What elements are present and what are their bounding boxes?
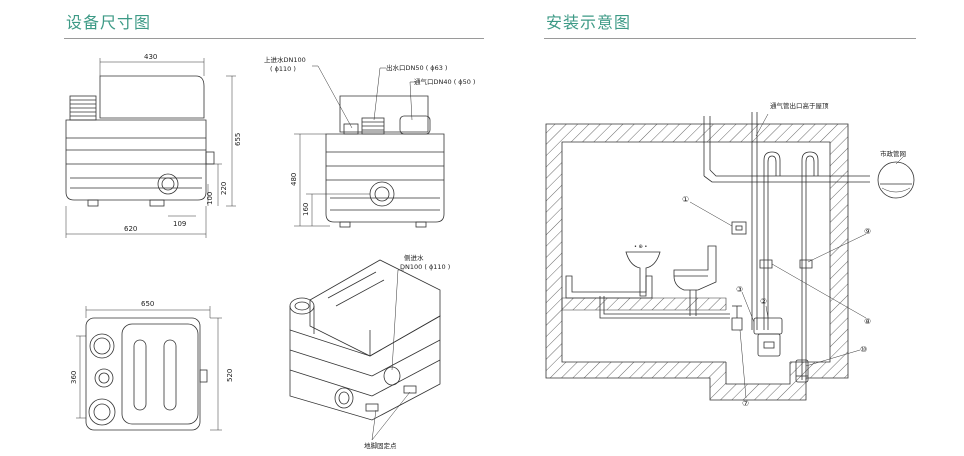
front-tank-top	[99, 75, 205, 119]
dim-160: 160	[302, 203, 310, 216]
left-title-rule	[64, 38, 484, 39]
label-outlet: 出水口DN50 ( ϕ63 )	[386, 63, 447, 72]
install-pipes	[599, 112, 915, 380]
install-diagram	[545, 123, 849, 401]
side-view	[325, 95, 445, 228]
dim-620: 620	[124, 225, 137, 233]
dim-520: 520	[226, 369, 234, 382]
dim-655: 655	[234, 133, 242, 146]
dim-360: 360	[70, 371, 78, 384]
label-side-inlet-a: 侧进水	[404, 253, 424, 262]
svg-text:• ⊕ •: • ⊕ •	[634, 244, 647, 250]
top-dimensions	[76, 306, 222, 431]
callout-9: ⑨	[864, 227, 871, 236]
front-side-inlet	[157, 173, 179, 195]
iso-view	[289, 259, 441, 421]
label-top-inlet-b: ( ϕ110 )	[270, 65, 296, 73]
label-side-inlet-b: DN100 ( ϕ110 )	[400, 263, 450, 271]
building-wall	[545, 123, 849, 401]
front-dimensions	[65, 58, 236, 238]
iso-top	[309, 259, 441, 357]
label-vent: 通气口DN40 ( ϕ50 )	[414, 77, 475, 86]
dim-220: 220	[220, 182, 228, 195]
callout-2: ②	[760, 297, 767, 306]
floor-slab	[561, 297, 727, 311]
bathtub	[565, 275, 653, 299]
side-body	[325, 133, 445, 223]
right-title-rule	[544, 38, 916, 39]
dim-109: 109	[173, 220, 186, 228]
callout-3: ③	[736, 285, 743, 294]
municipal-pipe	[877, 161, 915, 199]
callout-10: ⑩	[860, 345, 867, 354]
top-circle-3	[88, 398, 116, 426]
toilet	[673, 245, 717, 291]
washbasin	[625, 251, 661, 297]
label-vent-roof: 通气管出口高于屋顶	[770, 101, 829, 110]
check-valve-9	[799, 259, 813, 269]
label-top-inlet-a: 上进水DN100	[264, 55, 306, 64]
callout-8: ⑧	[864, 317, 871, 326]
install-leaders	[689, 113, 905, 399]
dim-650: 650	[141, 300, 154, 308]
install-section-title: 安装示意图	[546, 13, 632, 32]
iso-body	[289, 315, 441, 421]
side-vent-pipe	[399, 115, 431, 135]
dim-430: 430	[144, 53, 157, 61]
front-body	[65, 119, 207, 201]
dim-480: 480	[290, 173, 298, 186]
callout-1: ①	[682, 195, 689, 204]
control-box	[731, 221, 747, 235]
iso-leaders	[371, 269, 411, 441]
check-valve-8	[759, 259, 773, 269]
dim-100: 100	[206, 192, 214, 205]
dimension-section-title: 设备尺寸图	[66, 13, 152, 32]
top-circle-2	[94, 368, 114, 388]
install-fixtures: • ⊕ •	[565, 221, 813, 383]
gate-valve	[731, 317, 743, 331]
submersible-pump	[795, 359, 809, 383]
label-municipal: 市政管网	[880, 149, 906, 158]
callout-7: ⑦	[742, 399, 749, 408]
side-leaders	[294, 65, 416, 227]
label-feet: 地脚固定点	[364, 441, 397, 450]
top-circle-1	[89, 333, 115, 359]
front-view	[65, 75, 215, 207]
top-outline	[85, 317, 201, 431]
top-view	[85, 317, 208, 431]
side-tank-top	[339, 95, 429, 133]
